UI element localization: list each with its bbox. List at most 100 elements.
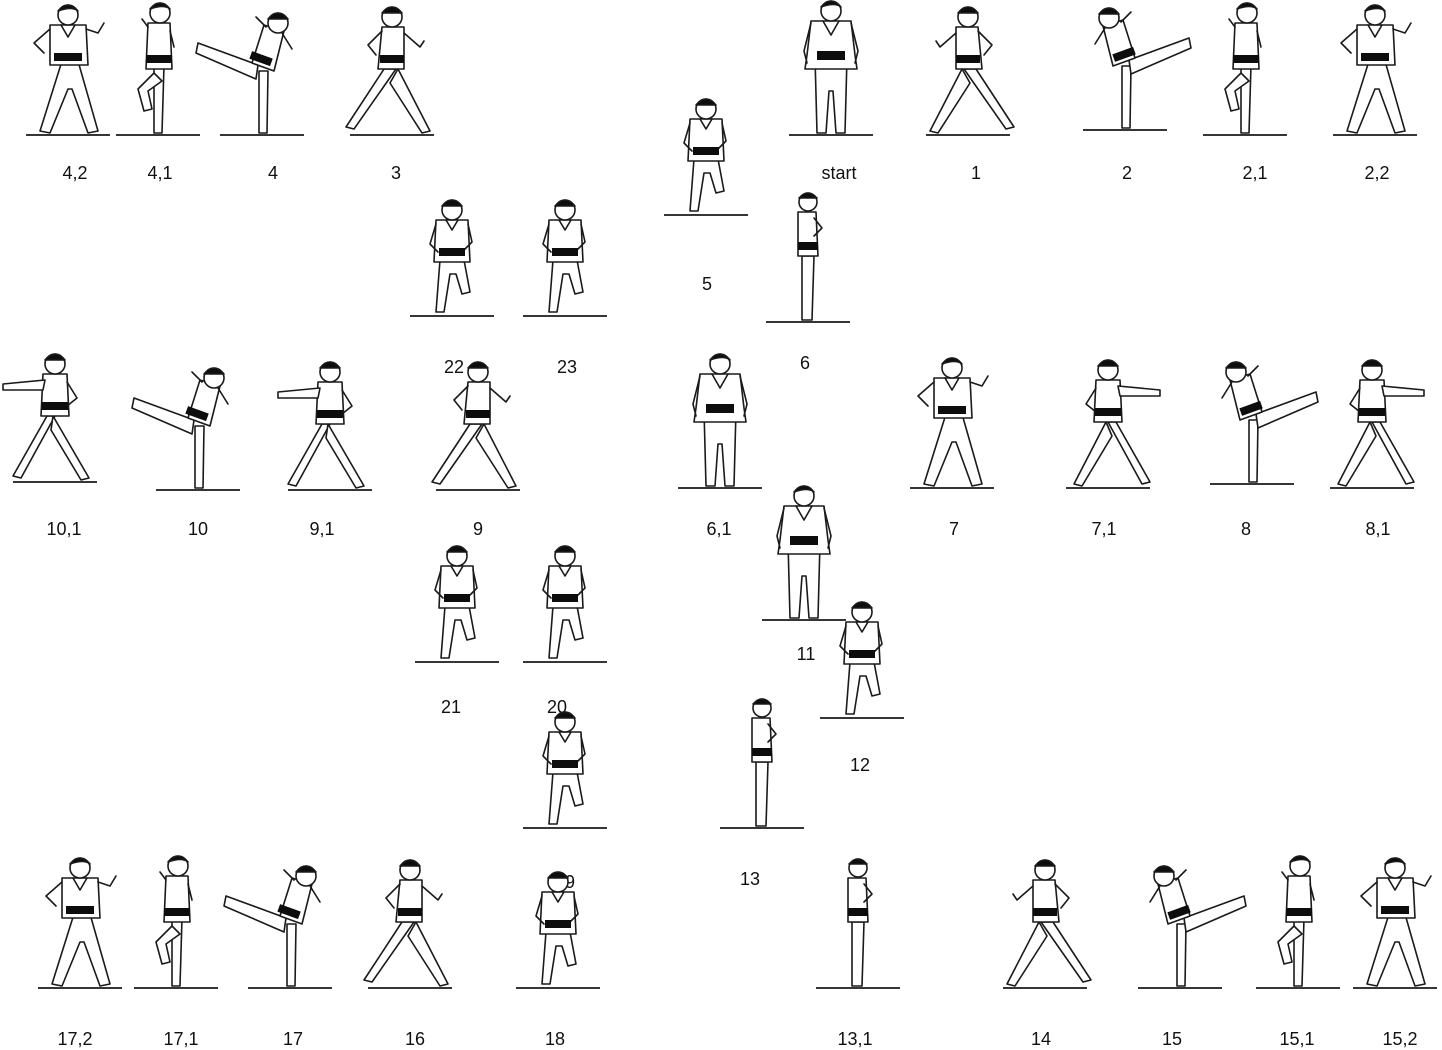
figure-hair <box>1098 360 1118 366</box>
figure-support-leg <box>259 71 268 133</box>
figure-front-leg <box>1108 422 1150 484</box>
step-label: 9,1 <box>309 520 334 538</box>
figure-belt <box>552 248 578 256</box>
figure-hair <box>400 860 420 866</box>
figure-belt <box>693 147 719 155</box>
step-label: 7 <box>949 520 959 538</box>
step-figure-drawing <box>158 135 159 136</box>
figure-punching-arm <box>278 388 320 398</box>
step-figure-drawing <box>1372 488 1373 489</box>
figure-pose-kneel <box>543 712 585 824</box>
figure-pose-kick-right <box>1095 8 1191 128</box>
figure-hair <box>296 866 316 872</box>
figure-belt <box>545 920 571 928</box>
step-label: 4 <box>268 164 278 182</box>
figure-belt <box>146 55 172 63</box>
step-label: 10 <box>188 520 208 538</box>
figure-torso <box>694 374 746 422</box>
figure-legs <box>924 414 982 486</box>
figure-hair <box>696 99 716 105</box>
figure-belt <box>1233 55 1259 63</box>
figure-belt <box>848 908 868 916</box>
step-label: 2 <box>1122 164 1132 182</box>
step-label: 9 <box>473 520 483 538</box>
step-figure-drawing <box>808 322 809 323</box>
step-label: 17,1 <box>163 1030 198 1048</box>
step-figure-drawing <box>290 988 291 989</box>
step-label: 3 <box>391 164 401 182</box>
figure-pose-ready <box>804 1 858 133</box>
figure-legs <box>1367 914 1425 986</box>
figure-belt <box>317 410 343 418</box>
figure-pose-walk-right <box>930 7 1014 133</box>
step-label: 16 <box>405 1030 425 1048</box>
step-figure-drawing <box>1245 135 1246 136</box>
figure-pose-ready <box>693 354 747 486</box>
figure-hair <box>382 7 402 13</box>
step-figure-drawing <box>478 490 479 491</box>
figure-pose-chamber <box>1225 3 1261 133</box>
step-label: 8 <box>1241 520 1251 538</box>
figure-back-leg <box>476 424 516 488</box>
figure-belt <box>552 594 578 602</box>
figure-hair <box>45 354 65 360</box>
figure-belt <box>938 406 966 414</box>
figure-support-leg <box>287 924 296 986</box>
step-figure-drawing <box>68 135 69 136</box>
figure-pose-kick-left <box>132 368 228 488</box>
step-figure-drawing <box>565 828 566 829</box>
step-label: 10,1 <box>46 520 81 538</box>
figure-pose-walk-left <box>346 7 430 133</box>
figure-hair <box>555 200 575 206</box>
figure-belt <box>817 51 845 60</box>
figure-back-leg <box>1074 422 1112 486</box>
figure-hair <box>442 200 462 206</box>
step-figure-drawing <box>1298 988 1299 989</box>
step-label: 11 <box>797 645 816 663</box>
step-label: 4,1 <box>147 164 172 182</box>
step-label: 23 <box>557 358 577 376</box>
step-figure-drawing <box>55 482 56 483</box>
figure-pose-kneel <box>543 200 585 312</box>
figure-legs <box>549 772 583 824</box>
step-label: 14 <box>1031 1030 1051 1048</box>
step-figure-drawing <box>457 662 458 663</box>
figure-back-leg <box>390 69 430 133</box>
step-figure-drawing <box>80 988 81 989</box>
figure-hair <box>1035 860 1055 866</box>
step-figure-drawing <box>858 988 859 989</box>
figure-legs <box>549 260 583 312</box>
figure-pose-chamber <box>156 856 192 986</box>
figure-support-leg <box>1122 66 1131 128</box>
step-figure-drawing <box>452 316 453 317</box>
figure-pose-side-stand <box>798 193 822 320</box>
figure-belt <box>439 248 465 256</box>
step-figure-drawing <box>720 488 721 489</box>
figure-belt <box>1095 408 1121 416</box>
figure-hair <box>1099 8 1119 14</box>
step-figure-drawing <box>762 828 763 829</box>
step-figure-drawing <box>706 215 707 216</box>
step-label: 17,2 <box>57 1030 92 1048</box>
figure-belt <box>552 760 578 768</box>
figure-hair <box>1362 360 1382 366</box>
step-figure-drawing <box>1252 484 1253 485</box>
figure-pose-punch-left <box>3 354 89 480</box>
step-label: 8,1 <box>1365 520 1390 538</box>
step-label: 15,2 <box>1382 1030 1417 1048</box>
step-figure-drawing <box>330 490 331 491</box>
figure-back-leg <box>1007 922 1047 986</box>
figure-belt <box>1361 53 1389 61</box>
figure-belt <box>1033 908 1057 916</box>
step-label: 7,1 <box>1091 520 1116 538</box>
figure-pose-kick-right <box>1150 866 1246 986</box>
figure-punching-arm <box>1118 386 1160 396</box>
step-figure-drawing <box>952 488 953 489</box>
figure-front-leg <box>13 416 55 478</box>
step-figure-drawing <box>198 490 199 491</box>
figure-kicking-leg <box>1129 38 1191 74</box>
step-figure-drawing <box>804 620 805 621</box>
step-figure-drawing <box>262 135 263 136</box>
step-figure-drawing <box>968 135 969 136</box>
figure-hair <box>468 362 488 368</box>
